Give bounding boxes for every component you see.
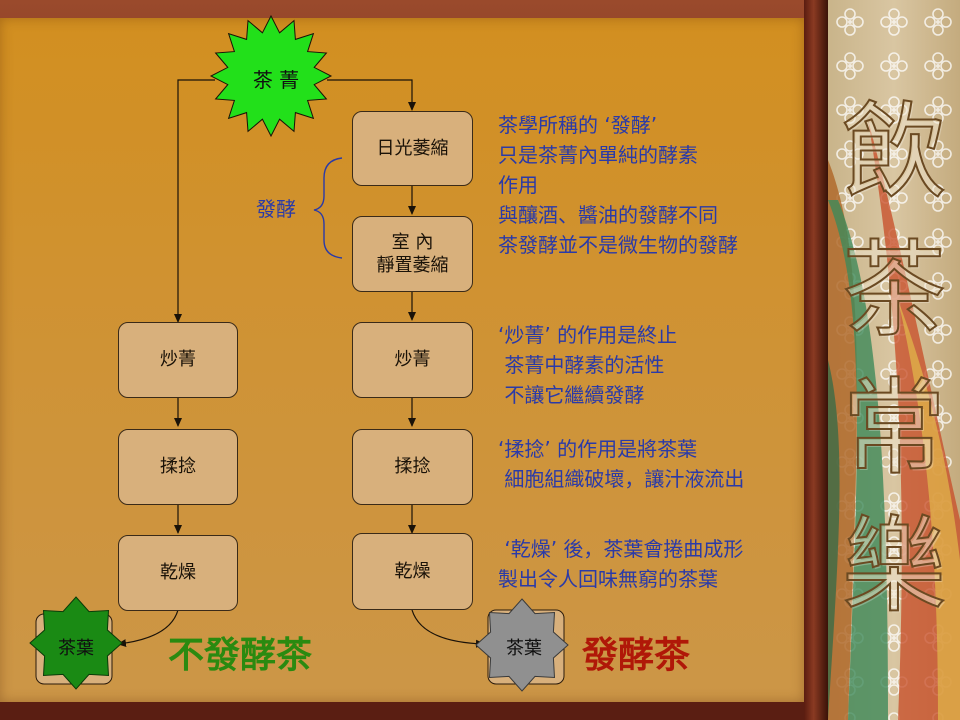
title-char-4: 樂: [841, 505, 947, 627]
flow-connectors: [29, 14, 569, 692]
leaf-left-star: [29, 596, 123, 690]
result-fermented: 發酵茶: [582, 635, 691, 676]
arrow-start-to-right: [327, 79, 416, 111]
right-step-indoor-wither: 室 內 靜置萎縮: [352, 216, 473, 292]
leaf-left-label: 茶葉: [58, 638, 94, 659]
left-step-chao: 炒菁: [118, 322, 238, 398]
result-unfermented: 不發酵茶: [168, 635, 313, 676]
right-step-rou: 揉捻: [352, 429, 473, 505]
decorative-strip: 飲 茶 常 樂: [828, 0, 960, 720]
ferment-label: 發酵: [256, 197, 296, 221]
note-ferment: 茶學所稱的 ‘發酵’ 只是茶菁內單純的酵素 作用 與釀酒、醬油的發酵不同 茶發酵…: [498, 113, 738, 257]
title-char-1: 飲: [841, 91, 947, 213]
frame-bevel: [804, 0, 828, 720]
arrow-start-to-left: [174, 79, 215, 323]
note-gan: ‘乾燥’ 後，茶葉會捲曲成形 製出令人回味無窮的茶葉: [498, 537, 744, 591]
title-char-3: 常: [841, 367, 947, 489]
right-step-gan: 乾燥: [352, 533, 473, 610]
leaf-right-label: 茶葉: [506, 638, 542, 659]
arrow-right-to-leaf: [411, 609, 485, 648]
left-step-gan: 乾燥: [118, 535, 238, 611]
title-char-2: 茶: [841, 229, 947, 351]
arrow-left-to-leaf: [117, 609, 179, 648]
note-chao: ‘炒菁’ 的作用是終止 茶菁中酵素的活性 不讓它繼續發酵: [498, 323, 678, 407]
right-step-sun-wither: 日光萎縮: [352, 111, 473, 186]
leaf-right-star: [475, 598, 569, 692]
note-rou: ‘揉捻’ 的作用是將茶葉 細胞組織破壞，讓汁液流出: [498, 437, 745, 491]
start-label: 茶 菁: [252, 68, 300, 92]
right-step-chao: 炒菁: [352, 322, 473, 398]
decorative-pattern: [828, 0, 960, 720]
left-step-rou: 揉捻: [118, 429, 238, 505]
ferment-brace: [313, 157, 343, 259]
start-burst: [209, 14, 333, 138]
